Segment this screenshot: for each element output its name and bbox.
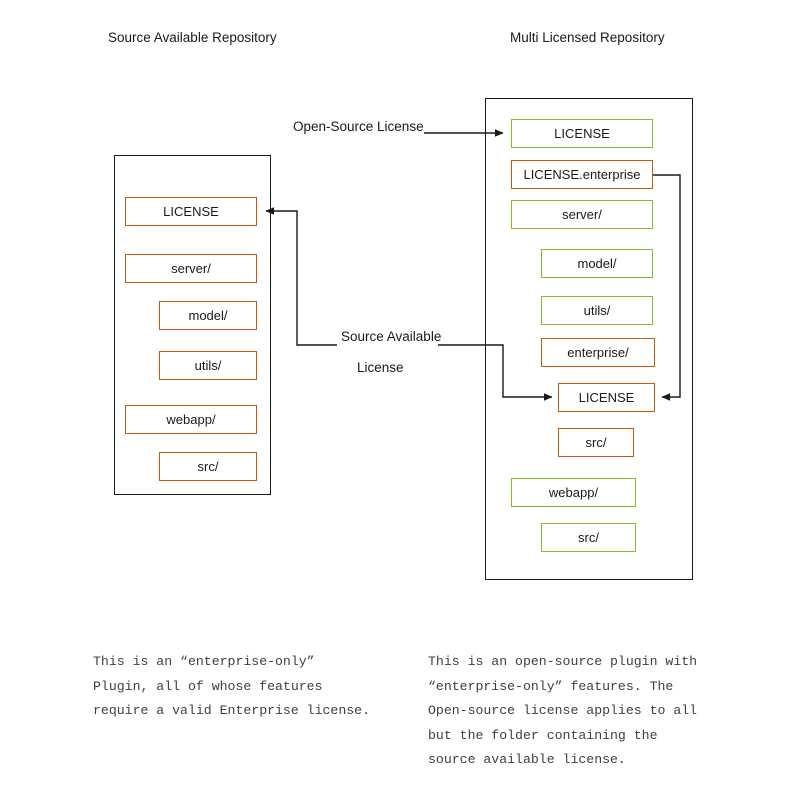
file-box-src: src/ <box>541 523 636 552</box>
file-box-license: LICENSE <box>511 119 653 148</box>
file-box-license: LICENSE <box>558 383 655 412</box>
arrow-source-available-to-left <box>265 207 337 346</box>
edge-label-source-available-line2: License <box>357 360 404 375</box>
file-box-license-enterprise: LICENSE.enterprise <box>511 160 653 189</box>
file-box-webapp: webapp/ <box>511 478 636 507</box>
file-box-license: LICENSE <box>125 197 257 226</box>
file-box-webapp: webapp/ <box>125 405 257 434</box>
right-repo-caption: This is an open-source plugin with “ente… <box>428 654 698 767</box>
edge-label-open-source-license: Open-Source License <box>293 119 424 134</box>
file-box-enterprise: enterprise/ <box>541 338 655 367</box>
left-repo-caption: This is an “enterprise-only” Plugin, all… <box>93 654 370 718</box>
right-repo-title: Multi Licensed Repository <box>510 30 665 45</box>
file-box-utils: utils/ <box>541 296 653 325</box>
edge-label-source-available-line1: Source Available <box>341 329 442 344</box>
file-box-src: src/ <box>558 428 634 457</box>
left-repo-title: Source Available Repository <box>108 30 277 45</box>
file-box-src: src/ <box>159 452 257 481</box>
file-box-utils: utils/ <box>159 351 257 380</box>
file-box-model: model/ <box>159 301 257 330</box>
file-box-model: model/ <box>541 249 653 278</box>
file-box-server: server/ <box>125 254 257 283</box>
file-box-server: server/ <box>511 200 653 229</box>
